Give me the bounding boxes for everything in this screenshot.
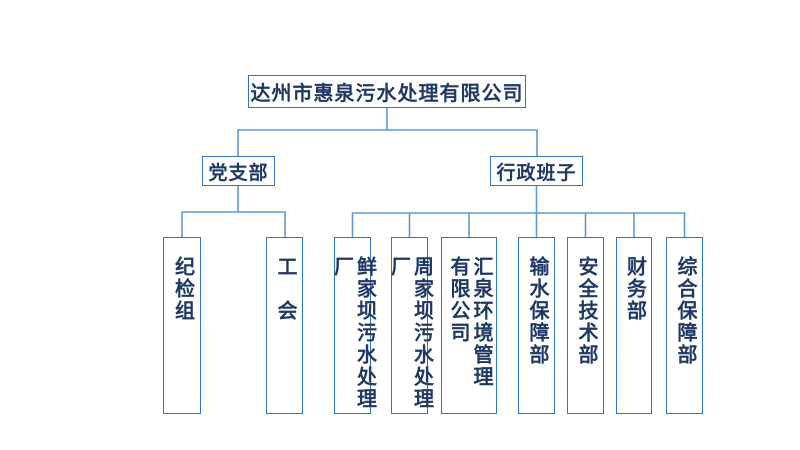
node-label: 财务部 [623, 256, 646, 322]
org-node-water-supply-dept: 输水保障部 [518, 237, 555, 414]
node-label: 鲜家坝污水处理厂 [330, 256, 376, 410]
connector-root-to-level2 [237, 129, 538, 156]
org-node-safety-tech-dept: 安全技术部 [567, 237, 604, 414]
connector-party-to-children [181, 211, 286, 237]
node-label: 安全技术部 [575, 256, 597, 366]
org-node-xianjiaba-plant: 鲜家坝污水处理厂 [331, 237, 376, 414]
node-label: 周家坝污水处理厂 [387, 256, 433, 410]
org-node-discipline-inspection: 纪检组 [163, 237, 201, 414]
org-node-general-support-dept: 综合保障部 [666, 237, 703, 414]
org-node-huiquan-env-company: 汇泉环境管理 有限公司 [441, 237, 497, 414]
org-node-root: 达州市惠泉污水处理有限公司 [248, 75, 526, 108]
org-node-party-branch: 党支部 [202, 156, 275, 186]
node-label: 纪检组 [171, 256, 194, 322]
node-label: 工 会 [274, 256, 296, 322]
org-node-finance-dept: 财务部 [616, 237, 652, 414]
org-node-zhoujiaba-plant: 周家坝污水处理厂 [388, 237, 433, 414]
connector-admin-to-children [351, 212, 686, 237]
org-node-admin-team: 行政班子 [490, 156, 583, 186]
node-label: 汇泉环境管理 有限公司 [447, 256, 492, 388]
org-node-labor-union: 工 会 [266, 237, 303, 414]
node-label: 综合保障部 [674, 256, 696, 366]
node-label: 输水保障部 [526, 256, 548, 366]
